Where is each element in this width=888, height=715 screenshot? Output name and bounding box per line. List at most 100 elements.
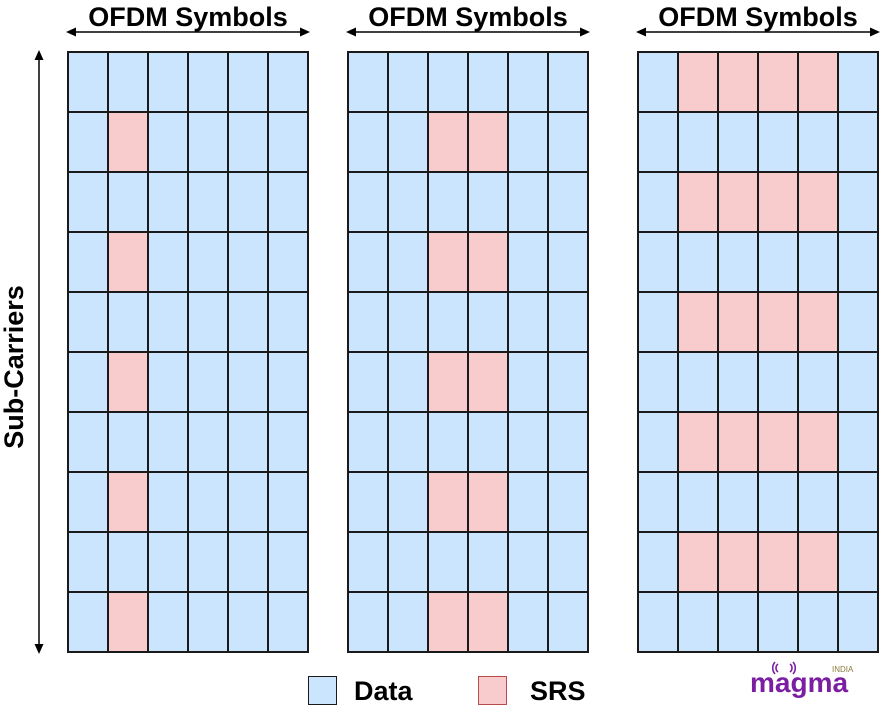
data-cell	[387, 531, 429, 593]
data-cell	[837, 231, 879, 293]
data-cell	[547, 171, 589, 233]
data-cell	[717, 231, 759, 293]
data-cell	[507, 411, 549, 473]
data-cell	[507, 111, 549, 173]
data-cell	[267, 471, 309, 533]
data-cell	[677, 351, 719, 413]
data-cell	[717, 351, 759, 413]
data-cell	[677, 231, 719, 293]
srs-cell	[427, 111, 469, 173]
srs-cell	[677, 291, 719, 353]
data-cell	[757, 351, 799, 413]
srs-cell	[427, 471, 469, 533]
data-cell	[67, 291, 109, 353]
data-cell	[837, 351, 879, 413]
data-cell	[837, 591, 879, 653]
srs-cell	[797, 411, 839, 473]
srs-cell	[677, 411, 719, 473]
data-cell	[717, 111, 759, 173]
srs-cell	[757, 51, 799, 113]
data-cell	[227, 591, 269, 653]
data-cell	[67, 351, 109, 413]
srs-cell	[467, 591, 509, 653]
data-cell	[67, 411, 109, 473]
data-cell	[677, 591, 719, 653]
data-cell	[107, 51, 149, 113]
data-cell	[267, 351, 309, 413]
data-cell	[347, 411, 389, 473]
data-cell	[147, 171, 189, 233]
data-cell	[267, 111, 309, 173]
data-cell	[837, 111, 879, 173]
srs-cell	[467, 111, 509, 173]
data-cell	[67, 591, 109, 653]
data-cell	[347, 51, 389, 113]
data-cell	[637, 171, 679, 233]
data-cell	[227, 351, 269, 413]
srs-cell	[757, 411, 799, 473]
data-cell	[637, 111, 679, 173]
data-cell	[347, 111, 389, 173]
data-cell	[717, 591, 759, 653]
srs-cell	[107, 351, 149, 413]
data-cell	[467, 291, 509, 353]
data-cell	[267, 591, 309, 653]
srs-cell	[677, 171, 719, 233]
panel-1-width-arrow	[66, 27, 310, 37]
data-cell	[347, 591, 389, 653]
data-cell	[797, 231, 839, 293]
srs-cell	[757, 171, 799, 233]
data-cell	[107, 411, 149, 473]
data-cell	[547, 51, 589, 113]
data-cell	[507, 291, 549, 353]
data-cell	[427, 531, 469, 593]
data-cell	[387, 51, 429, 113]
data-cell	[797, 591, 839, 653]
data-cell	[267, 531, 309, 593]
data-cell	[637, 531, 679, 593]
srs-cell	[717, 411, 759, 473]
data-cell	[147, 231, 189, 293]
data-cell	[547, 591, 589, 653]
srs-cell	[717, 291, 759, 353]
data-cell	[227, 291, 269, 353]
data-cell	[267, 291, 309, 353]
data-cell	[147, 411, 189, 473]
data-cell	[147, 51, 189, 113]
data-cell	[637, 351, 679, 413]
srs-cell	[427, 591, 469, 653]
data-cell	[507, 591, 549, 653]
srs-cell	[717, 531, 759, 593]
data-cell	[387, 291, 429, 353]
data-cell	[267, 51, 309, 113]
data-cell	[147, 291, 189, 353]
data-cell	[757, 111, 799, 173]
data-cell	[67, 531, 109, 593]
data-cell	[467, 171, 509, 233]
data-cell	[387, 351, 429, 413]
data-cell	[637, 591, 679, 653]
srs-cell	[107, 471, 149, 533]
data-cell	[347, 471, 389, 533]
data-cell	[187, 411, 229, 473]
srs-cell	[107, 591, 149, 653]
data-cell	[67, 171, 109, 233]
legend-data-swatch	[308, 676, 337, 705]
data-cell	[107, 171, 149, 233]
data-cell	[637, 291, 679, 353]
data-cell	[387, 411, 429, 473]
subcarrier-axis-arrow	[34, 50, 44, 654]
data-cell	[637, 231, 679, 293]
data-cell	[187, 351, 229, 413]
data-cell	[467, 51, 509, 113]
data-cell	[837, 411, 879, 473]
srs-cell	[677, 531, 719, 593]
srs-cell	[797, 51, 839, 113]
legend-data-label: Data	[354, 676, 413, 706]
data-cell	[187, 471, 229, 533]
data-cell	[757, 591, 799, 653]
data-cell	[637, 471, 679, 533]
srs-cell	[717, 51, 759, 113]
data-cell	[507, 171, 549, 233]
svg-text:INDIA: INDIA	[832, 665, 854, 674]
